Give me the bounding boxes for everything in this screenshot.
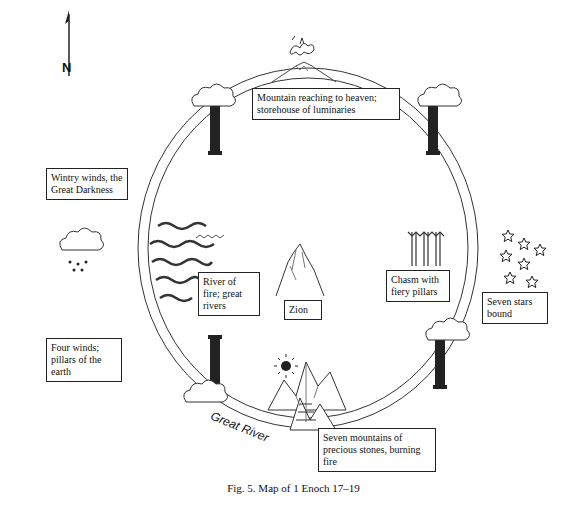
map-label-box: Wintry winds, the Great Darkness [46,168,128,200]
map-label-box: River of fire; great rivers [198,272,260,316]
figure-caption: Fig. 5. Map of 1 Enoch 17–19 [0,482,587,494]
region-label: Wintry winds, the Great Darkness [51,172,123,196]
region-label: Zion [289,304,317,316]
region-label: Mountain reaching to heaven; storehouse … [257,92,395,116]
map-label-box: Seven mountains of precious stones, burn… [318,428,436,472]
map-label-box: Four winds; pillars of the earth [46,338,122,382]
river-label: Great River [207,408,273,445]
region-label: Seven stars bound [487,296,543,320]
map-label-box: Chasm with fiery pillars [386,270,450,302]
region-label: Seven mountains of precious stones, burn… [323,432,431,468]
north-label: N [62,60,71,75]
region-label: Chasm with fiery pillars [391,274,445,298]
map-label-box: Zion [284,300,322,320]
region-label: River of fire; great rivers [203,276,255,312]
map-label-box: Seven stars bound [482,292,548,324]
map-label-box: Mountain reaching to heaven; storehouse … [252,88,400,120]
region-label: Four winds; pillars of the earth [51,342,117,378]
